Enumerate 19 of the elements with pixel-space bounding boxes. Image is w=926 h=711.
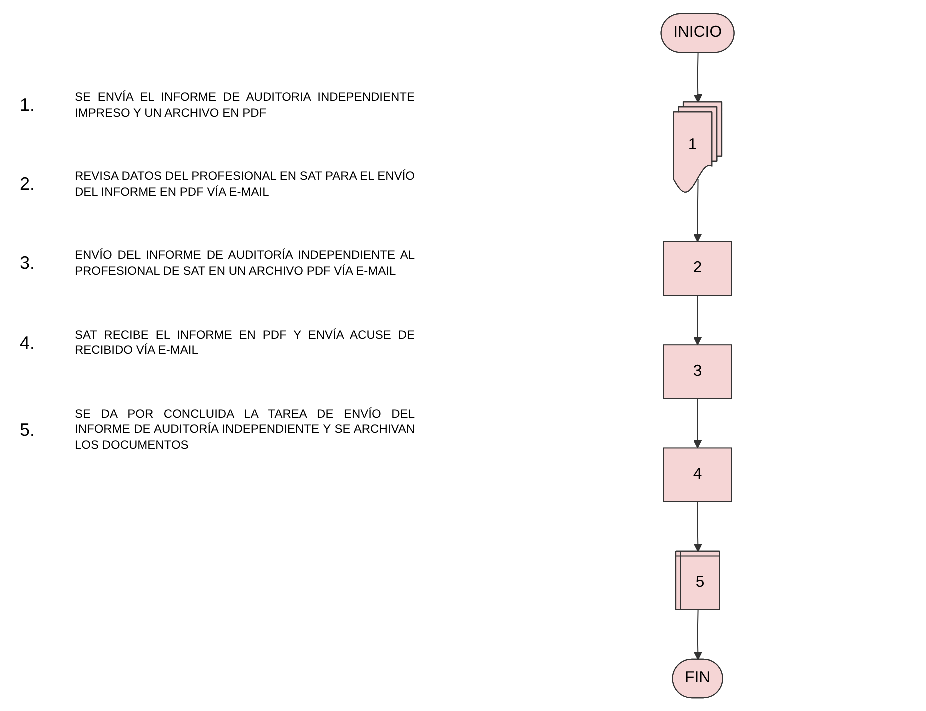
step-number: 1. <box>20 95 36 116</box>
arrow <box>694 52 703 103</box>
node-box: 2 <box>663 240 733 296</box>
step-number: 3. <box>20 253 36 274</box>
node-box: 4 <box>663 447 733 502</box>
step-number: 5. <box>20 420 36 441</box>
step-description: SAT RECIBE EL INFORME EN PDF Y ENVÍA ACUSE DE RECIBIDO VÍA E-MAIL <box>75 328 415 359</box>
arrow <box>694 294 702 345</box>
node-box: 3 <box>663 344 733 399</box>
arrow <box>694 398 702 448</box>
step-description: SE DA POR CONCLUIDA LA TAREA DE ENVÍO DEL INFORME DE AUDITORÍA INDEPENDIENTE Y SE ARCHIVAN LOS DOCUMENTOS <box>75 406 415 454</box>
step-number: 4. <box>20 332 36 354</box>
arrow <box>694 500 703 552</box>
step-description: SE ENVÍA EL INFORME DE AUDITORIA INDEPENDIENTE IMPRESO Y UN ARCHIVO EN PDF <box>75 90 415 122</box>
arrow <box>694 178 702 242</box>
arrow <box>694 609 703 660</box>
step-description: ENVÍO DEL INFORME DE AUDITORÍA INDEPENDIENTE AL PROFESIONAL DE SAT EN UN ARCHIVO PDF VÍA E-MAIL <box>75 248 415 280</box>
step-number: 2. <box>20 174 36 196</box>
step-description: REVISA DATOS DEL PROFESIONAL EN SAT PARA EL ENVÍO DEL INFORME EN PDF VÍA E-MAIL <box>75 169 415 200</box>
